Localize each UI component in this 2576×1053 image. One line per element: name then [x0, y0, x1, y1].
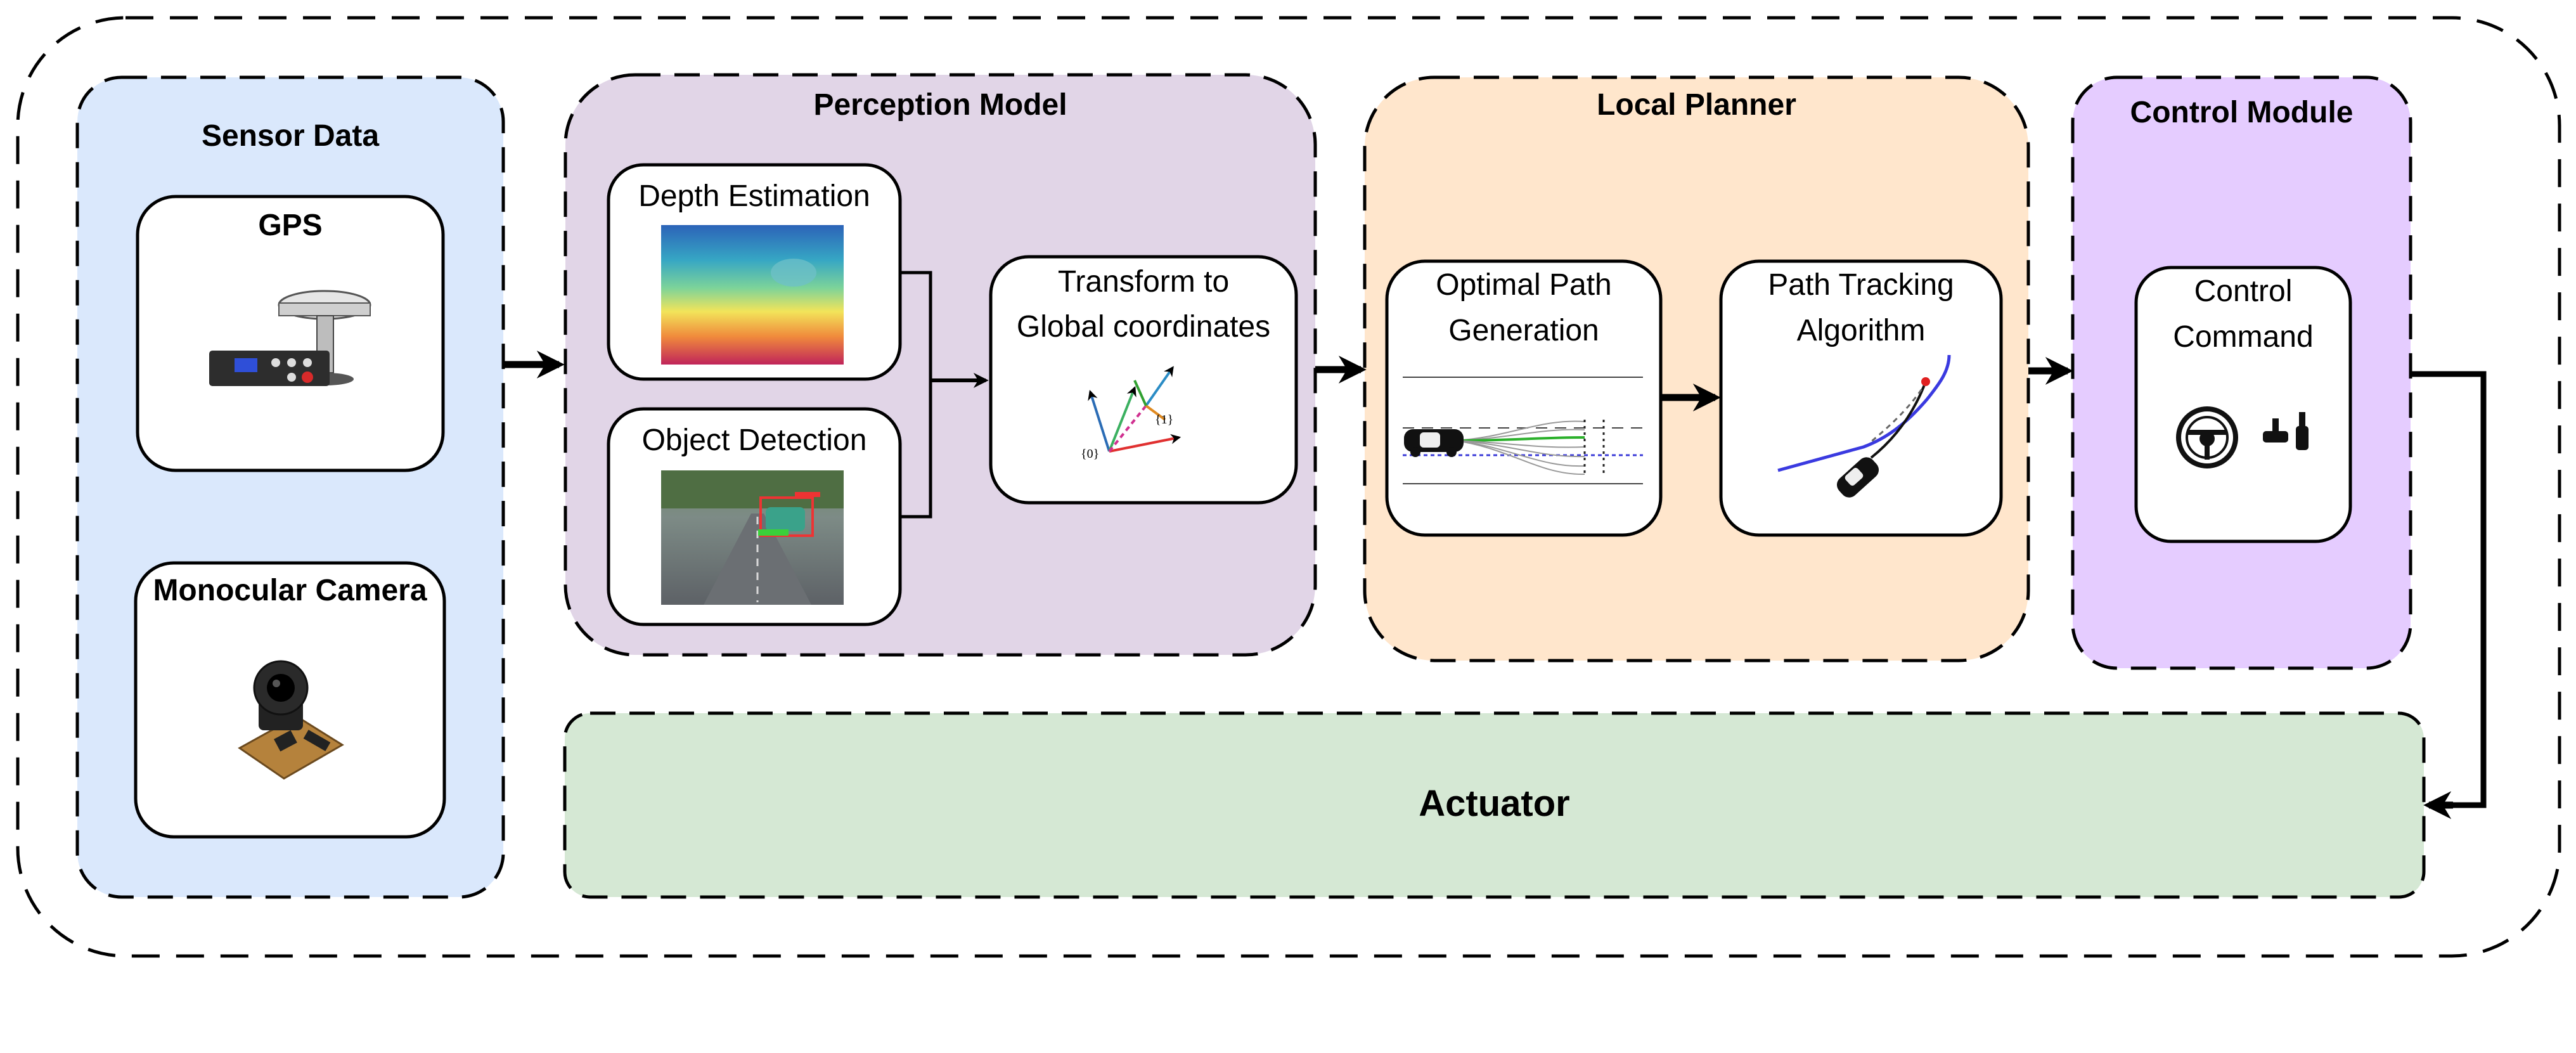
- camera-module-icon: [238, 660, 344, 780]
- path-tracking-label-line1: Path Tracking: [1768, 268, 1954, 302]
- gps-label: GPS: [258, 209, 323, 242]
- path-tracking-icon: [1777, 354, 1951, 498]
- optimal-path-label-line2: Generation: [1448, 314, 1599, 347]
- transform-label-line1: Transform to: [1057, 265, 1230, 299]
- perception-merge-bracket: [900, 271, 932, 519]
- actuator-label: Actuator: [1419, 783, 1570, 824]
- control-command-label-line1: Control: [2194, 275, 2293, 308]
- outer-boundary: [16, 16, 2561, 958]
- frame-0-label: {0}: [1081, 447, 1099, 461]
- object-detection-label: Object Detection: [641, 423, 867, 457]
- path-tracking-label-line2: Algorithm: [1796, 314, 1926, 347]
- gps-receiver-icon: [209, 290, 371, 386]
- transform-label-line2: Global coordinates: [1016, 310, 1271, 344]
- control-module-title: Control Module: [2130, 96, 2354, 129]
- optimal-path-label-line1: Optimal Path: [1436, 268, 1612, 302]
- actuator-block: [563, 711, 2426, 899]
- sensor-data-title: Sensor Data: [201, 119, 380, 153]
- steering-wheel-icon: [2176, 406, 2238, 468]
- transform-box: [989, 255, 1298, 505]
- control-to-actuator-line: [2411, 371, 2487, 808]
- gps-box: [136, 195, 445, 472]
- frame-1-label: {1}: [1155, 413, 1173, 427]
- road-detection-image: [661, 470, 844, 605]
- path-candidates-icon: [1403, 377, 1643, 484]
- depth-map-image: [661, 225, 844, 365]
- connectors: [503, 271, 2487, 819]
- control-command-label-line2: Command: [2173, 320, 2314, 354]
- pedals-icon: [2263, 412, 2309, 450]
- perception-model-title: Perception Model: [813, 88, 1067, 122]
- local-planner-title: Local Planner: [1597, 88, 1796, 122]
- coordinate-frames-icon: [1088, 366, 1182, 453]
- control-command-box: [2134, 266, 2352, 543]
- depth-estimation-label: Depth Estimation: [638, 179, 870, 213]
- camera-label: Monocular Camera: [153, 574, 427, 607]
